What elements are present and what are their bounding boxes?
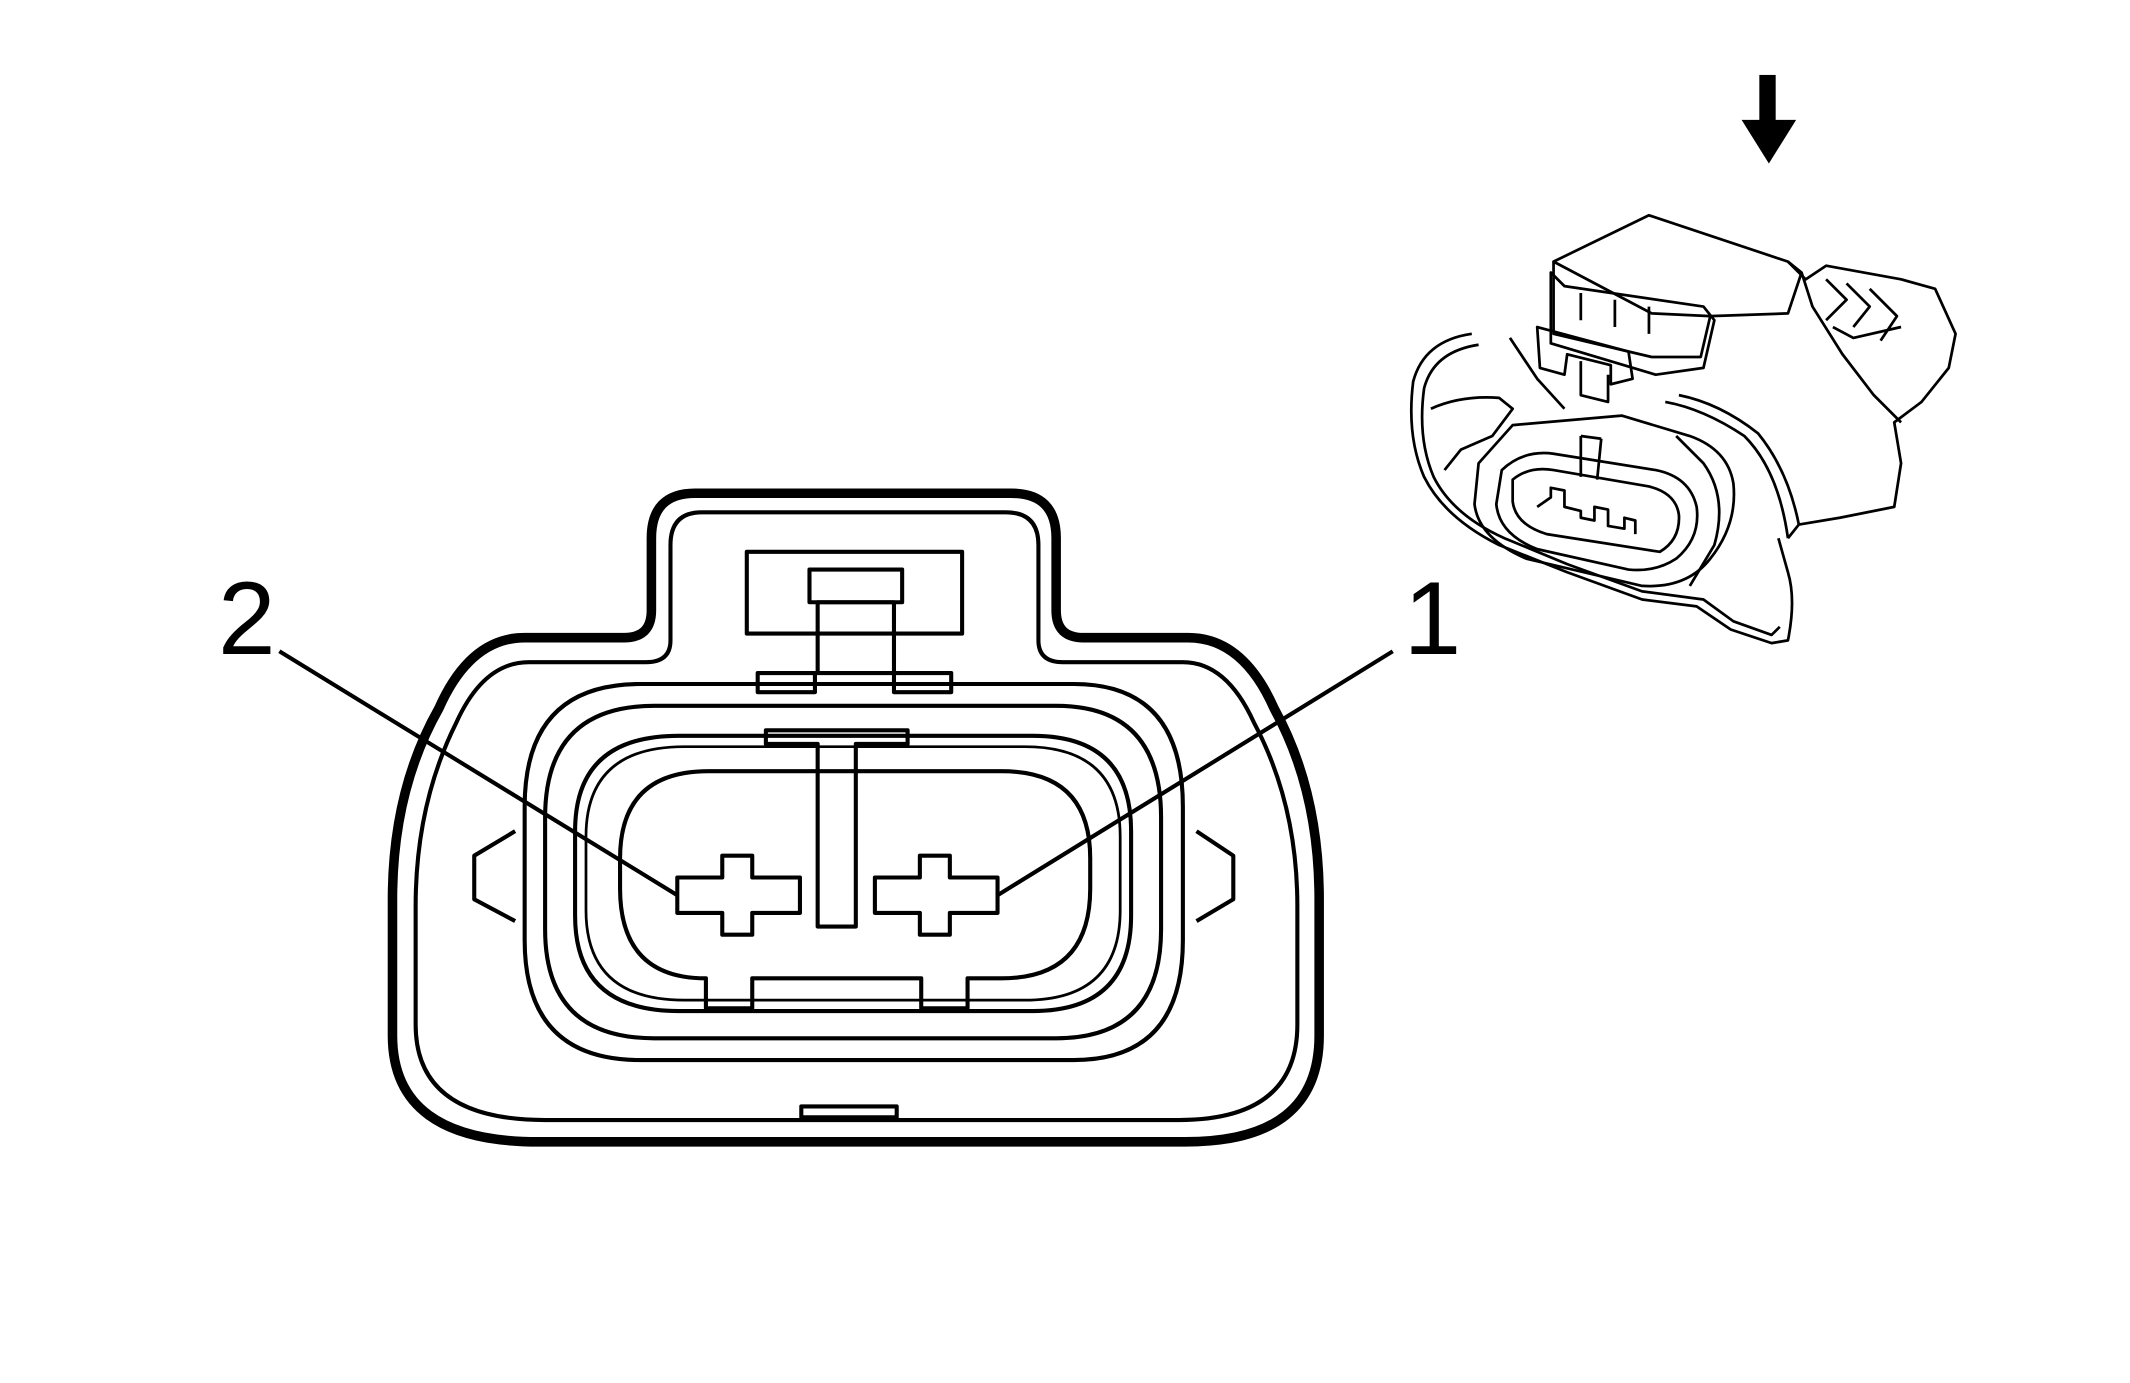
terminal-pin-1 [872, 853, 1000, 937]
terminal-pin-2 [675, 853, 802, 937]
leader-line-pin-2 [278, 649, 679, 897]
connector-face-view [278, 488, 1394, 1147]
iso-right-body [1800, 272, 1903, 424]
iso-terminals [1536, 486, 1637, 535]
iso-right-ribs [1825, 278, 1902, 342]
iso-latch-ribs [1579, 292, 1651, 334]
view-direction-arrow-icon [1741, 74, 1797, 164]
pin-cavity [618, 769, 1093, 1011]
pin-label-2: 2 [218, 560, 276, 676]
leader-line-pin-1 [996, 649, 1394, 897]
latch-tab [807, 567, 905, 605]
side-rib-right [1195, 829, 1236, 923]
iso-latch-top [1552, 213, 1803, 318]
t-key [763, 728, 910, 929]
housing-outer-outline [387, 488, 1324, 1147]
side-rib-left [472, 829, 517, 923]
seal-ring-outer [522, 681, 1185, 1063]
iso-body-outline [1409, 332, 1794, 645]
pin-label-1: 1 [1404, 560, 1462, 676]
housing-inner-outline [413, 510, 1300, 1123]
iso-latch-front [1552, 261, 1712, 359]
iso-right-lobe [1786, 260, 1957, 540]
iso-center-wall [1579, 434, 1603, 480]
iso-latch-stem [1579, 361, 1610, 404]
iso-flange-left [1430, 396, 1515, 471]
bottom-slot [799, 1104, 899, 1120]
iso-latch-frame [1549, 271, 1716, 377]
iso-latch-button [1535, 325, 1634, 386]
seal-ring-thin [584, 745, 1122, 1002]
latch-frame [744, 549, 965, 636]
iso-mating-face-inner [1494, 451, 1699, 572]
seal-ring-inner [573, 733, 1134, 1014]
connector-isometric-view [1409, 213, 1957, 645]
latch-stem [815, 600, 897, 676]
iso-body-inner [1420, 343, 1781, 637]
iso-body-seam [1508, 337, 1801, 539]
iso-cavity [1511, 467, 1681, 554]
iso-mating-face [1473, 414, 1736, 588]
iso-face-edge [1675, 435, 1721, 587]
seal-ring-middle [543, 703, 1164, 1041]
